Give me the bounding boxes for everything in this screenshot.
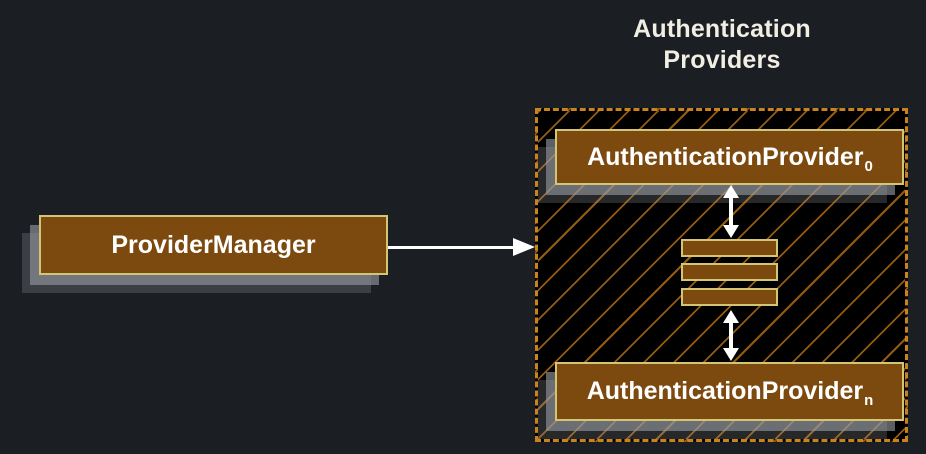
connector-shaft xyxy=(388,246,514,249)
double-arrow-vertical-top xyxy=(722,185,740,238)
arrow-down-icon xyxy=(723,225,739,238)
arrow-up-icon xyxy=(723,310,739,323)
authentication-providers-title: Authentication Providers xyxy=(633,15,811,74)
node-provider-manager: ProviderManager xyxy=(39,215,388,275)
authentication-provider-n-label: AuthenticationProvider xyxy=(586,377,864,405)
provider-stack-bar xyxy=(681,263,778,281)
arrow-up-icon xyxy=(723,185,739,198)
provider-stack-bar xyxy=(681,239,778,257)
authentication-provider-0-label: AuthenticationProvider xyxy=(587,142,864,171)
authentication-provider-n-subscript: n xyxy=(864,392,874,409)
provider-stack-bar xyxy=(681,288,778,306)
connector-shaft xyxy=(729,198,733,225)
arrow-right-icon xyxy=(513,238,535,256)
provider-manager-label: ProviderManager xyxy=(111,230,316,259)
authentication-provider-0-subscript: 0 xyxy=(864,157,873,175)
arrow-down-icon xyxy=(723,348,739,361)
connector-shaft xyxy=(729,323,733,348)
double-arrow-vertical-bottom xyxy=(722,310,740,361)
